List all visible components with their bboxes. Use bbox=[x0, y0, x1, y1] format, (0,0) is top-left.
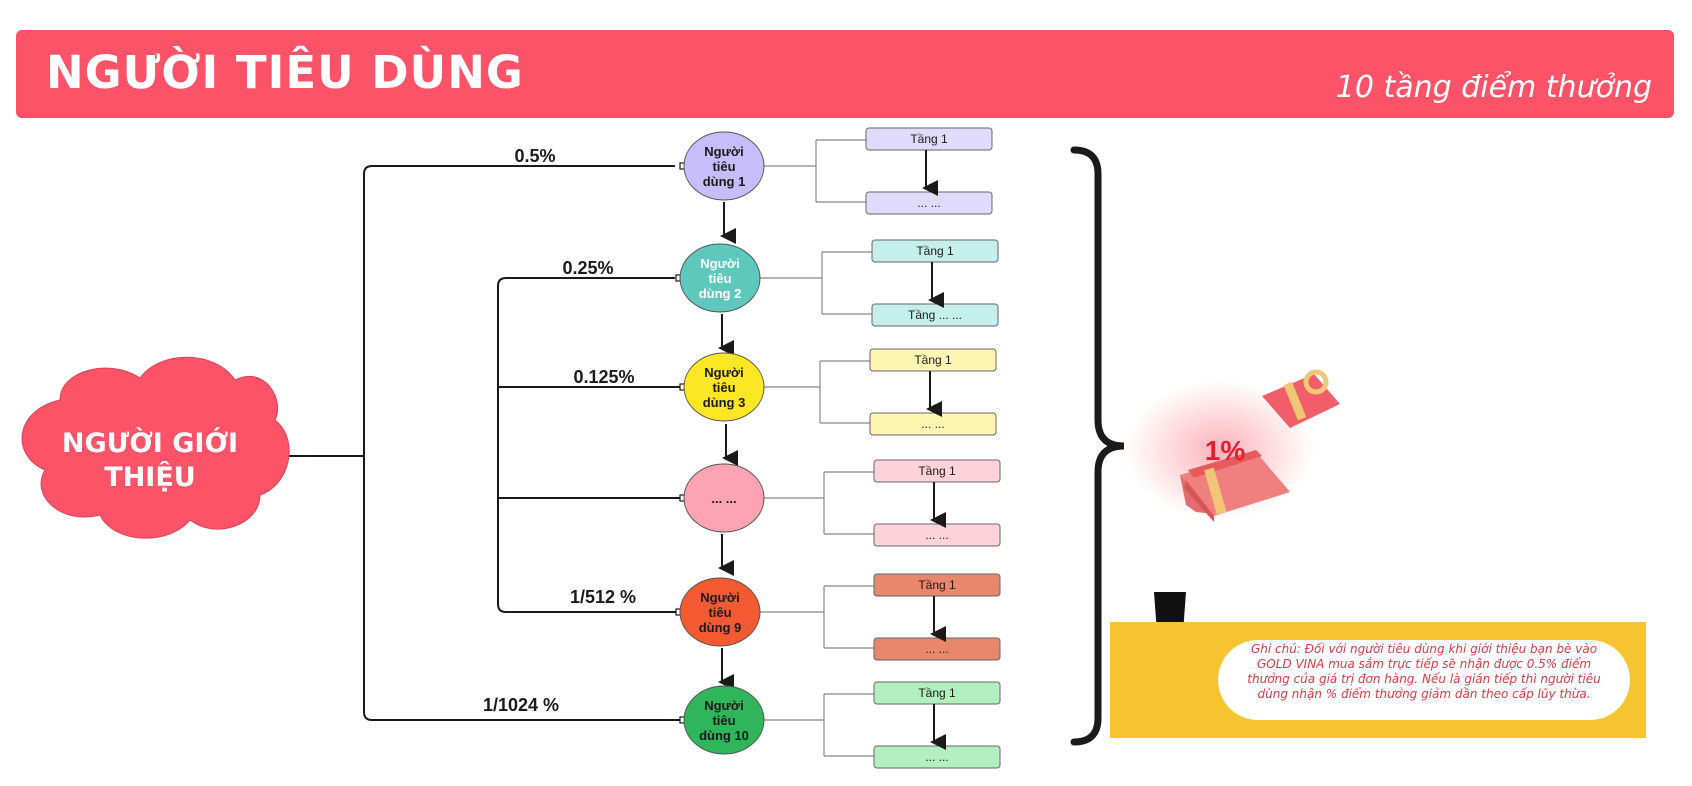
tier-label-top: Tầng 1 bbox=[918, 464, 956, 478]
consumer-label-line2: tiêu bbox=[712, 713, 735, 728]
commission-percent: 0.5% bbox=[514, 146, 555, 166]
header-banner: NGƯỜI TIÊU DÙNG 10 tầng điểm thưởng bbox=[16, 30, 1674, 118]
tier-label-top: Tầng 1 bbox=[910, 132, 948, 146]
tier-label-bottom: ... ... bbox=[925, 750, 948, 764]
tier-bracket bbox=[764, 693, 874, 757]
tier-box-top: Tầng 1 bbox=[871, 239, 999, 263]
tier-label-bottom: ... ... bbox=[925, 642, 948, 656]
commission-percent: 1/512 % bbox=[570, 587, 636, 607]
tier-label-top: Tầng 1 bbox=[916, 244, 954, 258]
consumer-circle bbox=[683, 352, 765, 422]
consumer-label-line1: Người bbox=[700, 590, 740, 605]
commission-percent: 1/1024 % bbox=[483, 695, 559, 715]
consumer-label-line1: Người bbox=[704, 144, 744, 159]
consumer-circle bbox=[679, 243, 761, 313]
tier-label-top: Tầng 1 bbox=[914, 353, 952, 367]
consumer-label-line3: dùng 9 bbox=[699, 620, 742, 635]
tier-bracket bbox=[760, 251, 872, 315]
note-text: Ghi chú: Đối với người tiêu dùng khi giớ… bbox=[1247, 642, 1601, 701]
chain-arrows bbox=[718, 202, 738, 690]
tier-label-top: Tầng 1 bbox=[918, 686, 956, 700]
consumer-label-line2: tiêu bbox=[708, 605, 731, 620]
tier-box-bottom: ... ... bbox=[865, 191, 993, 215]
tier-label-bottom: Tầng ... ... bbox=[908, 308, 962, 322]
referrer-label-line2: THIỆU bbox=[104, 461, 195, 493]
tier-bracket bbox=[760, 585, 874, 649]
consumer-label-line2: tiêu bbox=[712, 380, 735, 395]
tier-bracket bbox=[764, 471, 874, 535]
tier-box-bottom: ... ... bbox=[869, 412, 997, 436]
referrer-cloud: NGƯỜI GIỚI THIỆU bbox=[21, 356, 290, 539]
tier-box-top: Tầng 1 bbox=[869, 348, 997, 372]
page-title: NGƯỜI TIÊU DÙNG bbox=[46, 46, 524, 99]
connector-lines bbox=[264, 165, 682, 721]
commission-percent: 0.25% bbox=[562, 258, 613, 278]
note-pill: Ghi chú: Đối với người tiêu dùng khi giớ… bbox=[1218, 640, 1630, 720]
grouping-brace bbox=[1070, 146, 1125, 746]
tier-label-top: Tầng 1 bbox=[918, 578, 956, 592]
consumer-label-line2: tiêu bbox=[712, 159, 735, 174]
tier-box-top: Tầng 1 bbox=[873, 459, 1001, 483]
consumer-label-line3: dùng 1 bbox=[703, 174, 746, 189]
referrer-label-line1: NGƯỜI GIỚI bbox=[62, 427, 238, 459]
consumer-label-line3: dùng 2 bbox=[699, 286, 742, 301]
page-subtitle: 10 tầng điểm thưởng bbox=[1335, 70, 1652, 105]
gift-box-icon: 1% bbox=[1125, 369, 1340, 522]
consumer-label-line1: Người bbox=[704, 698, 744, 713]
consumer-label-line1: Người bbox=[704, 365, 744, 380]
consumer-node-4: ... ... Tầng 1 ... ... bbox=[679, 459, 1001, 547]
tier-box-bottom: ... ... bbox=[873, 523, 1001, 547]
consumer-label-line3: dùng 3 bbox=[703, 395, 746, 410]
consumer-label-line2: tiêu bbox=[708, 271, 731, 286]
tier-box-bottom: ... ... bbox=[873, 745, 1001, 769]
tier-box-bottom: Tầng ... ... bbox=[871, 303, 999, 327]
consumer-label-line1: Người bbox=[700, 256, 740, 271]
tier-box-top: Tầng 1 bbox=[873, 573, 1001, 597]
consumer-circle bbox=[683, 463, 765, 533]
consumer-circle bbox=[683, 685, 765, 755]
tier-label-bottom: ... ... bbox=[925, 528, 948, 542]
commission-percent: 0.125% bbox=[573, 367, 634, 387]
tier-bracket bbox=[764, 360, 870, 424]
tier-bracket bbox=[764, 139, 866, 203]
note-box: Ghi chú: Đối với người tiêu dùng khi giớ… bbox=[1110, 622, 1646, 738]
consumer-circle bbox=[679, 577, 761, 647]
consumer-label-line2: ... ... bbox=[711, 491, 736, 506]
tier-label-bottom: ... ... bbox=[921, 417, 944, 431]
tier-box-top: Tầng 1 bbox=[865, 127, 993, 151]
tier-box-top: Tầng 1 bbox=[873, 681, 1001, 705]
tier-box-bottom: ... ... bbox=[873, 637, 1001, 661]
consumer-label-line3: dùng 10 bbox=[699, 728, 749, 743]
tier-label-bottom: ... ... bbox=[917, 196, 940, 210]
reward-label: 1% bbox=[1205, 435, 1246, 466]
consumer-circle bbox=[683, 131, 765, 201]
